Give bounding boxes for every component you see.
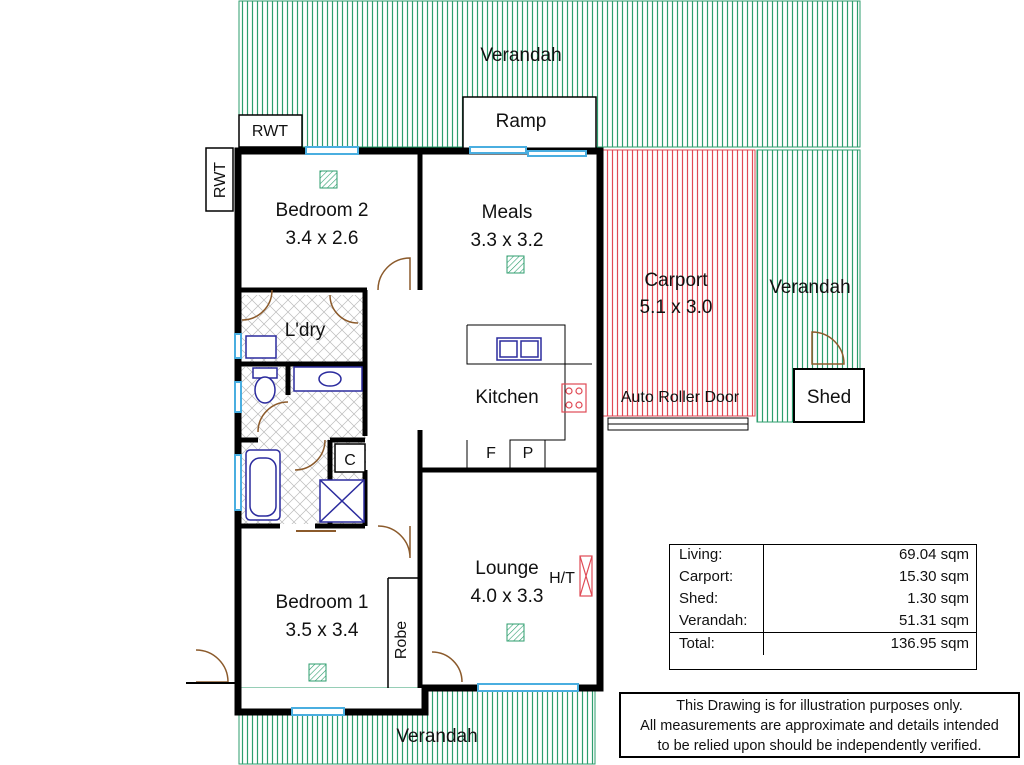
walls [234,147,604,716]
area-value: 15.30 sqm [898,568,969,585]
carport-name: Carport [644,270,708,291]
basin-icon [293,366,363,392]
disclaimer-line: All measurements are approximate and det… [640,718,999,734]
disclaimer-line: This Drawing is for illustration purpose… [676,698,963,714]
area-value: 51.31 sqm [898,612,969,629]
ramp-box [462,96,597,150]
area-label: Living: [669,544,764,566]
lounge-size: 4.0 x 3.3 [471,586,544,607]
area-label: Shed: [669,588,764,610]
meals-size: 3.3 x 3.2 [471,230,544,251]
lounge-marker [506,623,525,642]
robe-label: Robe [393,621,410,659]
carport-size: 5.1 x 3.0 [640,297,713,318]
area-row: Carport: 15.30 sqm [669,566,977,588]
windows [234,146,587,716]
bedroom1-name: Bedroom 1 [276,592,369,613]
roller-door-icon [607,417,749,431]
area-row: Living: 69.04 sqm [669,544,977,566]
laundry-label: L'dry [285,320,326,341]
ramp-label: Ramp [496,111,547,132]
shower-icon [319,479,365,523]
lounge-name: Lounge [475,558,538,579]
bedroom1-size: 3.5 x 3.4 [286,620,359,641]
area-value: 136.95 sqm [763,632,977,655]
disclaimer-line: to be relied upon should be independentl… [657,738,982,754]
meals-marker [506,255,525,274]
rwt-side-box [205,147,234,212]
area-row: Shed: 1.30 sqm [669,588,977,610]
meals-name: Meals [482,202,533,223]
kitchen-label: Kitchen [475,387,538,408]
verandah-bottom-label: Verandah [396,726,477,747]
area-label: Verandah: [669,610,764,633]
shed-box [793,368,865,423]
bath-icon [245,449,281,521]
area-label: Total: [669,632,764,655]
doors [195,257,845,683]
toilet-icon [252,367,278,404]
verandah-right-label: Verandah [769,277,850,298]
cupboard-box [334,443,366,473]
bedroom2-size: 3.4 x 2.6 [286,228,359,249]
area-label: Carport: [669,566,764,588]
laundry-trough-icon [245,335,277,359]
cupboard-label: C [344,452,356,469]
rwt-side-label: RWT [212,162,229,198]
interior-walls [238,151,600,688]
hot-water-icon [579,555,593,597]
carport-area [599,149,756,417]
bedroom2-name: Bedroom 2 [276,200,369,221]
fridge-label: F [486,445,496,462]
area-row: Verandah: 51.31 sqm [669,610,977,633]
bedroom1-marker [308,663,327,682]
hot-water-label: H/T [549,570,575,587]
kitchen-sink-icon [496,337,542,361]
rwt-top-box [238,114,303,148]
bedroom2-marker [319,170,338,189]
verandah-top-label: Verandah [480,45,561,66]
rwt-top-label: RWT [252,123,288,140]
cooktop-icon [561,383,587,413]
kitchen-benches [466,324,592,470]
area-row: Total:136.95 sqm [669,632,977,655]
area-value: 1.30 sqm [907,590,969,607]
area-value: 69.04 sqm [898,546,969,563]
shed-label: Shed [807,387,851,408]
auto-roller-door-label: Auto Roller Door [621,389,740,406]
pantry-label: P [523,445,534,462]
disclaimer-box: This Drawing is for illustration purpose… [619,692,1020,758]
